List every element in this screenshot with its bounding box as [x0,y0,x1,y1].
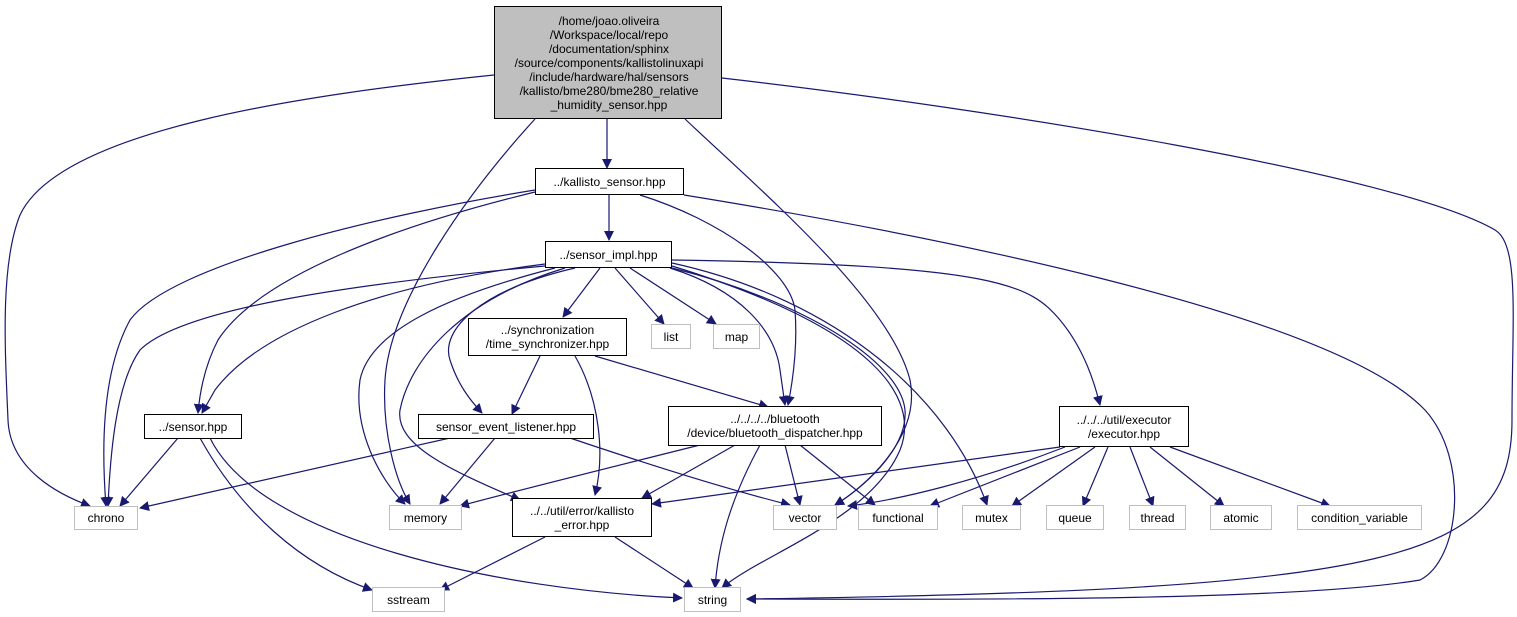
node-functional-label: functional [872,510,924,525]
node-map: map [713,324,760,349]
edge-kallisto-sensor-chrono [100,189,536,507]
edge-sensor-impl-sensor [201,263,546,414]
node-sensor-impl[interactable]: ../sensor_impl.hpp [545,241,672,268]
node-sstream-label: sstream [387,592,430,607]
edge-kallisto-sensor-sensor [193,191,536,414]
node-sensor-label: ../sensor.hpp [158,419,228,434]
node-bluetooth-dispatcher[interactable]: ../../../../bluetooth /device/bluetooth_… [668,406,882,446]
edge-sensor-impl-memory [358,267,556,505]
node-kallisto-sensor-label: ../kallisto_sensor.hpp [553,174,666,189]
node-queue-label: queue [1058,510,1092,525]
node-time-synchronizer[interactable]: ../synchronization /time_synchronizer.hp… [468,318,627,356]
edge-root-string [721,77,1514,604]
edge-executor-condition-variable [1169,446,1331,508]
edge-sensor-impl-bluetooth [669,267,789,406]
edge-sensor-impl-mutex [671,262,989,506]
edge-sensor-impl-map [629,267,717,325]
node-time-synchronizer-label: ../synchronization /time_synchronizer.hp… [485,323,610,351]
edge-executor-queue [1081,446,1109,507]
edge-time-synchronizer-sensor-event-listener [511,355,541,415]
node-sensor-event-listener-label: sensor_event_listener.hpp [435,419,577,434]
edge-sensor-sstream [199,437,373,592]
node-queue: queue [1046,505,1104,530]
edge-sensor-event-listener-chrono [139,437,451,511]
edge-bluetooth-vector [784,444,803,506]
edge-sensor-impl-time-synchronizer [562,267,601,318]
edge-sensor-impl-chrono [103,265,546,507]
edge-kallisto-sensor-string [683,194,1456,605]
node-executor[interactable]: ../../../util/executor /executor.hpp [1059,406,1189,447]
node-atomic-label: atomic [1223,510,1259,525]
node-chrono: chrono [74,506,138,530]
node-vector: vector [773,505,837,530]
edge-bluetooth-string [710,444,761,589]
node-sensor-event-listener[interactable]: sensor_event_listener.hpp [418,414,594,439]
node-kallisto-error-label: ../../util/error/kallisto _error.hpp [529,503,635,532]
edge-root-memory [383,118,536,505]
node-condition-variable-label: condition_variable [1311,510,1408,525]
node-bluetooth-dispatcher-label: ../../../../bluetooth /device/bluetooth_… [687,412,863,440]
node-sensor[interactable]: ../sensor.hpp [144,414,242,439]
edge-executor-vector [847,446,1066,510]
edge-kallisto-error-sstream [439,536,546,591]
edge-sensor-impl-list [614,267,665,325]
node-condition-variable: condition_variable [1297,505,1422,530]
node-map-label: map [724,329,749,344]
edge-bluetooth-kallisto-error [641,444,736,499]
node-kallisto-sensor[interactable]: ../kallisto_sensor.hpp [535,168,684,195]
node-memory: memory [389,505,462,530]
edge-executor-mutex [1011,446,1096,507]
edge-bluetooth-memory [459,444,701,509]
edge-sensor-impl-vector [671,267,906,506]
edge-time-synchronizer-kallisto-error [574,355,603,496]
node-sstream: sstream [372,587,445,612]
node-root-bme280-relative-humidity-sensor: /home/joao.oliveira /Workspace/local/rep… [494,6,722,119]
node-thread: thread [1129,505,1186,530]
edge-root-chrono [4,74,495,508]
node-mutex-label: mutex [975,510,1008,525]
edge-executor-functional [929,446,1081,508]
node-string-label: string [697,592,728,607]
node-chrono-label: chrono [87,511,125,525]
edge-sensor-impl-string [671,265,906,589]
edge-executor-thread [1129,446,1155,507]
edge-executor-atomic [1149,446,1225,507]
node-list: list [651,324,691,349]
edge-sensor-chrono [119,437,179,507]
node-atomic: atomic [1210,505,1272,530]
edge-bluetooth-functional [799,444,876,506]
node-mutex: mutex [962,505,1021,530]
node-memory-label: memory [403,510,448,525]
node-root-label: /home/joao.oliveira /Workspace/local/rep… [514,13,704,112]
edge-kallisto-error-string [614,536,694,589]
edge-time-synchronizer-bluetooth [594,355,769,410]
node-executor-label: ../../../util/executor /executor.hpp [1076,412,1172,441]
node-list-label: list [663,329,679,344]
node-sensor-impl-label: ../sensor_impl.hpp [559,247,658,262]
node-thread-label: thread [1140,510,1175,525]
node-functional: functional [858,505,938,530]
edge-sensor-event-listener-memory [439,437,496,505]
edge-sensor-string [209,437,683,603]
edge-executor-kallisto-error [651,446,1061,508]
node-string: string [684,587,741,612]
edge-sensor-impl-executor [671,259,1103,406]
edge-sensor-impl-kallisto-error [399,267,566,502]
node-vector-label: vector [788,510,822,525]
node-kallisto-error[interactable]: ../../util/error/kallisto _error.hpp [512,498,652,537]
edge-sensor-event-listener-vector [569,437,791,508]
edge-kallisto-sensor-bluetooth [639,194,797,406]
